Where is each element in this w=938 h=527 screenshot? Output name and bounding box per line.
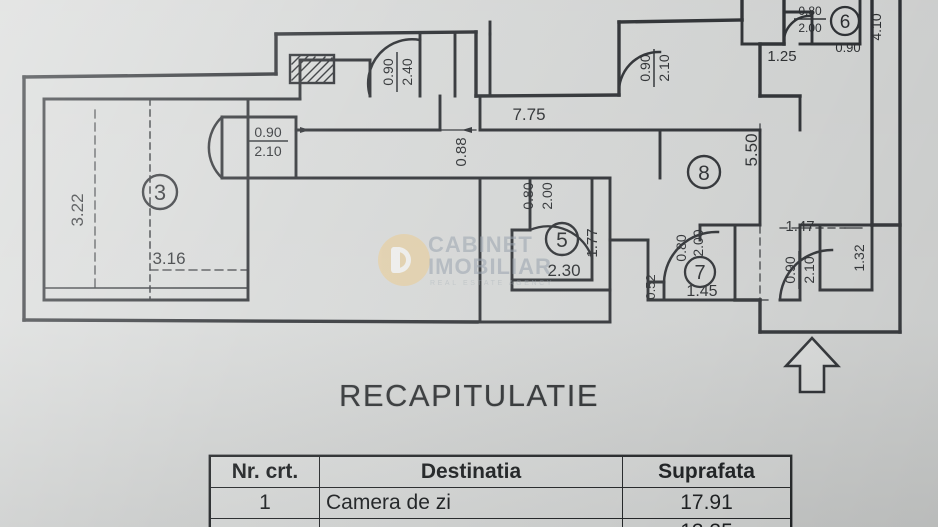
door-tag-c: 0.90 2.10 <box>637 49 672 87</box>
room-6-label: 6 <box>829 5 861 37</box>
outer-walls <box>22 0 902 334</box>
cell-suprafata: 13.35 <box>622 518 791 527</box>
table-header-row: Nr. crt. Destinatia Suprafata <box>210 456 791 488</box>
dim-1-45: 1.45 <box>686 283 717 300</box>
room-7-label: 7 <box>683 255 717 289</box>
thin-detail-lines <box>43 98 249 301</box>
door-dimension-tags: 0.90 2.10 0.90 2.40 0.90 2.10 0.80 2.00 <box>248 4 826 289</box>
cell-nr <box>210 518 320 527</box>
recapitulation-table: Nr. crt. Destinatia Suprafata 1 Camera d… <box>210 456 791 527</box>
svg-text:8: 8 <box>698 162 710 185</box>
svg-text:2.00: 2.00 <box>539 182 555 209</box>
hatched-shaft <box>288 53 336 85</box>
svg-text:2.10: 2.10 <box>801 256 817 283</box>
svg-text:2.40: 2.40 <box>399 58 415 85</box>
dim-5-50: 5.50 <box>742 133 761 166</box>
room-number-labels: 3 5 6 7 8 <box>141 5 861 289</box>
cell-nr: 1 <box>210 487 320 519</box>
dim-1-77: 1.77 <box>584 228 601 257</box>
svg-text:0.90: 0.90 <box>380 58 396 85</box>
dim-0-52: 0.52 <box>643 274 658 299</box>
svg-text:0.90: 0.90 <box>637 54 653 81</box>
svg-text:0.80: 0.80 <box>520 182 536 209</box>
svg-text:0.80: 0.80 <box>798 4 822 18</box>
page-title: RECAPITULATIE <box>338 378 600 413</box>
door-tag-e: 0.80 2.00 <box>520 182 555 209</box>
dim-0-90-right: 0.90 <box>835 40 860 55</box>
dim-3-16: 3.16 <box>152 249 185 268</box>
dim-7-75: 7.75 <box>512 105 545 124</box>
room-3-label: 3 <box>141 173 179 211</box>
inner-walls <box>42 0 874 324</box>
table-row: 13.35 <box>210 518 791 527</box>
door-tag-b: 0.90 2.40 <box>380 52 415 92</box>
linear-dimension-labels: 3.22 3.16 7.75 0.88 1.77 2.30 0.52 1.45 … <box>68 13 884 300</box>
dim-1-32: 1.32 <box>851 244 867 271</box>
svg-text:2.10: 2.10 <box>656 54 672 81</box>
door-tag-a: 0.90 2.10 <box>248 124 288 159</box>
svg-text:2.10: 2.10 <box>254 143 281 159</box>
entry-arrow <box>783 336 841 394</box>
room-5-label: 5 <box>544 221 580 257</box>
svg-text:0.90: 0.90 <box>782 256 798 283</box>
dim-2-30: 2.30 <box>547 261 580 280</box>
door-swing-arcs <box>207 14 834 302</box>
dim-1-25: 1.25 <box>767 48 796 65</box>
dim-0-88: 0.88 <box>453 137 470 166</box>
header-nr-crt: Nr. crt. <box>210 456 320 488</box>
cell-destinatia <box>319 518 623 527</box>
dim-4-10: 4.10 <box>868 13 884 40</box>
svg-text:2.00: 2.00 <box>690 229 706 256</box>
table-row: 1 Camera de zi 17.91 <box>210 487 791 519</box>
header-suprafata: Suprafata <box>622 456 791 488</box>
svg-text:7: 7 <box>694 262 705 284</box>
svg-text:3: 3 <box>154 180 166 205</box>
cell-suprafata: 17.91 <box>622 487 791 519</box>
door-tag-d: 0.80 2.00 <box>794 4 826 35</box>
svg-text:6: 6 <box>840 12 851 33</box>
svg-text:0.80: 0.80 <box>673 234 689 261</box>
svg-text:0.90: 0.90 <box>254 124 281 140</box>
svg-text:2.00: 2.00 <box>798 21 822 35</box>
dim-3-22: 3.22 <box>68 193 87 226</box>
dimension-leaders <box>94 109 863 313</box>
room-8-label: 8 <box>686 154 722 190</box>
door-tag-f: 0.80 2.00 <box>673 229 706 261</box>
door-tag-g: 0.90 2.10 <box>782 251 817 289</box>
dim-arrowheads <box>300 127 472 133</box>
header-destinatia: Destinatia <box>319 456 623 488</box>
cell-destinatia: Camera de zi <box>319 487 623 519</box>
svg-text:5: 5 <box>556 229 568 252</box>
dim-1-47: 1.47 <box>785 218 814 235</box>
